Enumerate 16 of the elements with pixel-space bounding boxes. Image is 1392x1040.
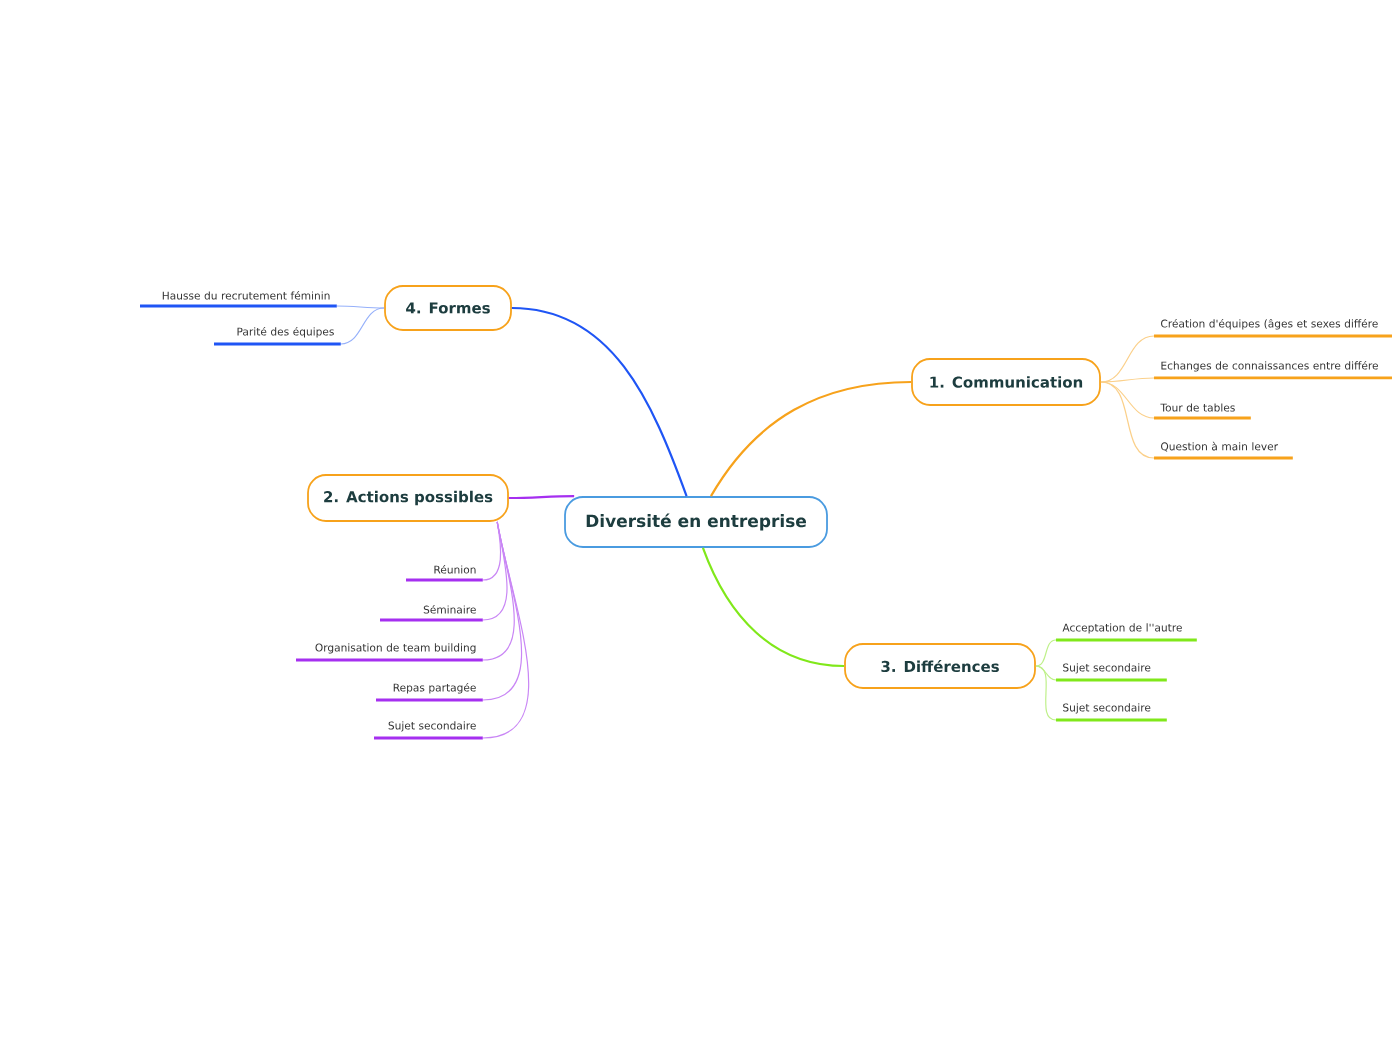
connector xyxy=(482,521,530,739)
connector xyxy=(710,380,912,497)
connector xyxy=(1035,665,1057,721)
connector xyxy=(1100,335,1155,383)
connector xyxy=(1100,377,1155,383)
connector xyxy=(336,305,385,309)
connector xyxy=(1100,381,1155,459)
connector xyxy=(511,306,688,497)
topic-box: Diversité en entreprise xyxy=(564,496,828,548)
connector xyxy=(1035,665,1057,681)
connector xyxy=(340,307,385,345)
connector xyxy=(482,521,502,581)
connector xyxy=(1100,381,1155,419)
connector xyxy=(508,495,575,500)
connector xyxy=(1035,639,1057,667)
connector xyxy=(701,547,845,668)
